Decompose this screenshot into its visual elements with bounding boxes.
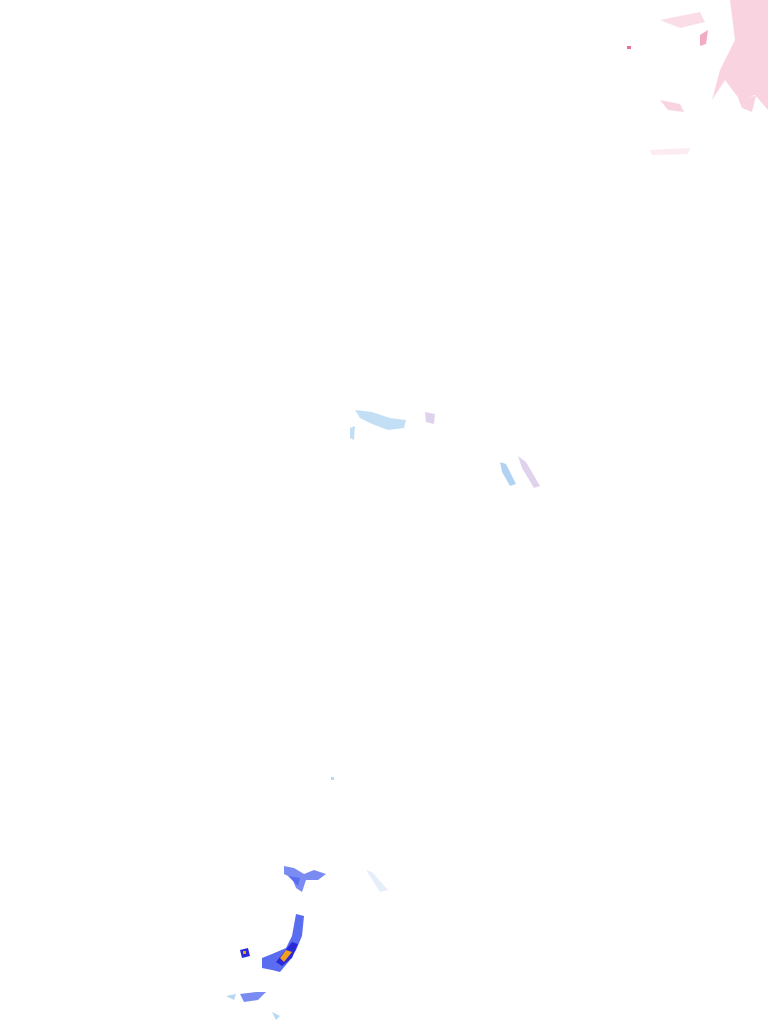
precip-area-central xyxy=(350,410,540,488)
precip-area-south xyxy=(226,777,388,1020)
precip-area-northeast xyxy=(627,0,768,155)
